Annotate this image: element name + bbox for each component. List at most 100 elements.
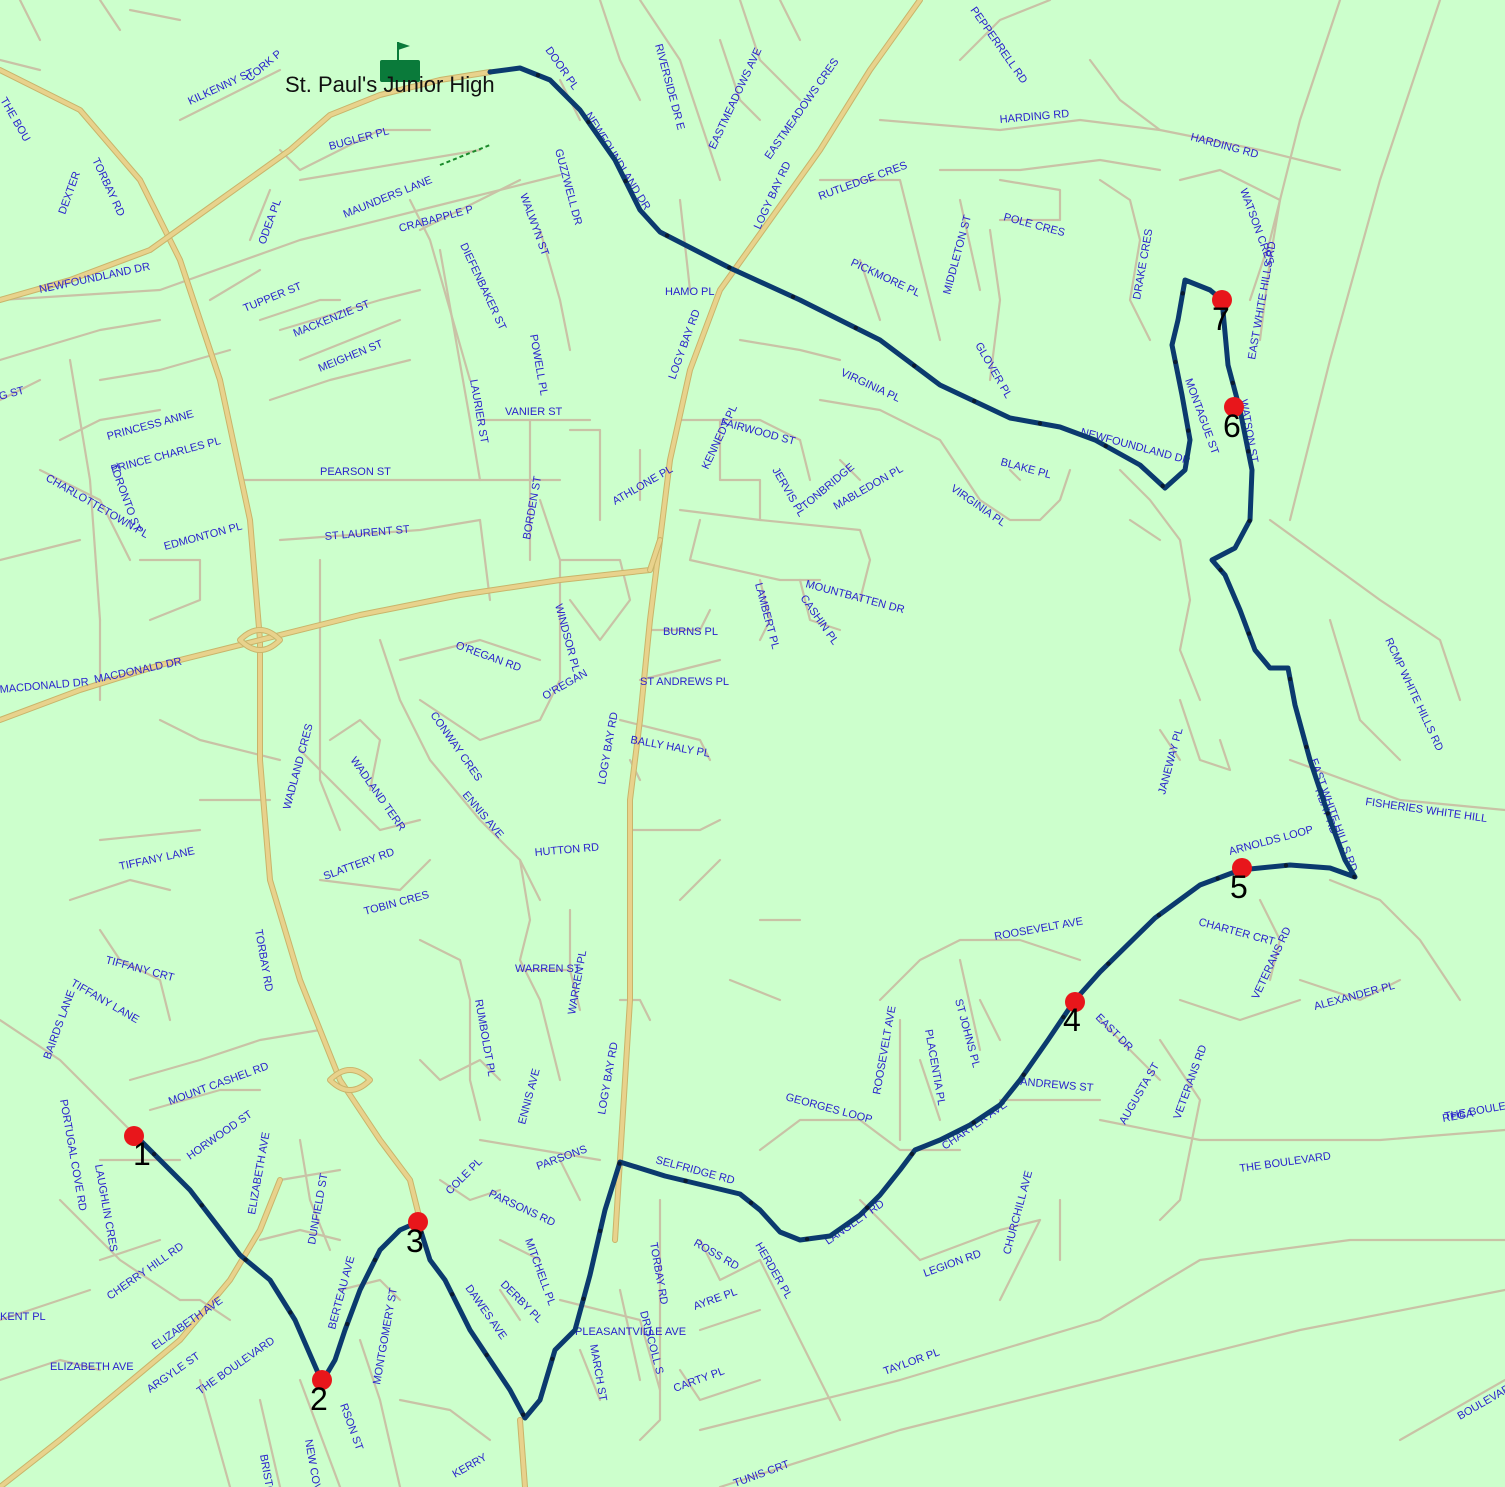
major-road [648, 538, 662, 572]
route-node [865, 1205, 870, 1210]
route-node [372, 1257, 378, 1263]
major-road [0, 70, 492, 302]
street-label: WARREN ST [515, 963, 581, 975]
route-node [484, 1352, 489, 1358]
route-node [345, 1321, 350, 1327]
route-node [1061, 1014, 1066, 1020]
route-node [1283, 863, 1289, 868]
stop-marker[interactable]: 5 [1230, 858, 1252, 905]
stop-number: 1 [133, 1136, 151, 1172]
route-node [151, 1151, 157, 1157]
route-node [535, 73, 541, 78]
bus-route-line[interactable] [137, 65, 1358, 1421]
stop-marker[interactable]: 4 [1063, 992, 1085, 1038]
route-node [790, 294, 796, 299]
route-node [1325, 811, 1331, 816]
route-node [727, 265, 732, 270]
major-road [328, 1068, 372, 1092]
street-label: PEARSON ST [320, 466, 391, 478]
stop-pin-icon [124, 1126, 144, 1146]
route-node [1230, 380, 1236, 386]
route-node [1037, 421, 1043, 426]
street-label: REGA [1441, 1108, 1474, 1125]
street-label: KENT PL [0, 1311, 46, 1323]
school-icon-box [380, 60, 420, 82]
street-label: ELIZABETH AVE [50, 1361, 134, 1373]
route-node [1215, 876, 1220, 881]
footpath [439, 144, 491, 166]
route-node [199, 1203, 204, 1208]
route-node [288, 1310, 293, 1315]
route-node [521, 1412, 526, 1417]
stop-marker[interactable]: 2 [310, 1370, 332, 1417]
stop-pin-icon [1224, 397, 1244, 417]
major-roads [0, 0, 923, 1487]
route-node [683, 1178, 688, 1184]
route-node [598, 1228, 603, 1234]
major-road [518, 1418, 527, 1487]
major-road [238, 628, 282, 652]
major-road [0, 568, 652, 722]
route-node [1246, 449, 1251, 454]
stop-number: 6 [1223, 408, 1241, 444]
route-node [1156, 913, 1162, 918]
route-node [243, 1257, 248, 1262]
route-node [1106, 961, 1111, 966]
route-node [450, 1292, 455, 1297]
route-node [912, 363, 917, 368]
route-node [1247, 518, 1252, 523]
route-node [1218, 567, 1223, 573]
route-node [1287, 676, 1293, 682]
route-node [1221, 311, 1226, 317]
stop-number: 3 [406, 1223, 424, 1259]
stop-marker[interactable]: 6 [1223, 397, 1244, 444]
route-node [586, 119, 591, 125]
major-road [0, 1178, 282, 1487]
route-node [617, 1161, 622, 1166]
route-node [909, 1151, 915, 1157]
stop-marker[interactable]: 3 [406, 1212, 428, 1259]
street-label: ST ANDREWS PL [640, 676, 729, 688]
route-node [1304, 744, 1309, 750]
route-node [1352, 874, 1357, 879]
stop-pin-icon [312, 1370, 332, 1390]
route-node [550, 1356, 555, 1362]
route-node [581, 1296, 586, 1302]
route-node [748, 1200, 754, 1206]
street-label: HUTTON RD [534, 841, 599, 859]
route-node [853, 325, 858, 330]
street-label: PLEASANTVILLE AVE [575, 1326, 686, 1338]
stop-number: 5 [1230, 869, 1248, 905]
route-node [1180, 291, 1185, 296]
stop-marker[interactable]: 7 [1212, 290, 1232, 337]
stop-markers[interactable]: 1 2 3 4 5 6 7 [124, 290, 1252, 1417]
route-node [1246, 631, 1252, 636]
route-node [1103, 443, 1108, 449]
route-node [972, 398, 977, 404]
street-label: HAMO PL [665, 286, 715, 298]
school-marker[interactable]: St. Paul's Junior High [285, 42, 495, 97]
route-node [1173, 359, 1178, 365]
route-node [1160, 483, 1165, 489]
route-node [623, 178, 628, 184]
stop-number: 2 [310, 1381, 328, 1417]
stop-marker[interactable]: 1 [124, 1126, 151, 1172]
street-label: VANIER ST [505, 406, 563, 418]
flag-icon-shape [398, 42, 410, 50]
stop-number: 7 [1212, 301, 1230, 337]
stop-pin-icon [1212, 290, 1232, 310]
stop-number: 4 [1063, 1002, 1081, 1038]
route-node [664, 233, 670, 238]
school-label: St. Paul's Junior High [285, 72, 495, 97]
stop-pin-icon [408, 1212, 428, 1232]
major-road [613, 0, 922, 1242]
route-node [1021, 1072, 1026, 1077]
street-label: EAST [0, 0, 29, 3]
route-node [1186, 428, 1191, 433]
stop-pin-icon [1065, 992, 1085, 1012]
stop-pin-icon [1232, 858, 1252, 878]
major-road [0, 68, 422, 1222]
